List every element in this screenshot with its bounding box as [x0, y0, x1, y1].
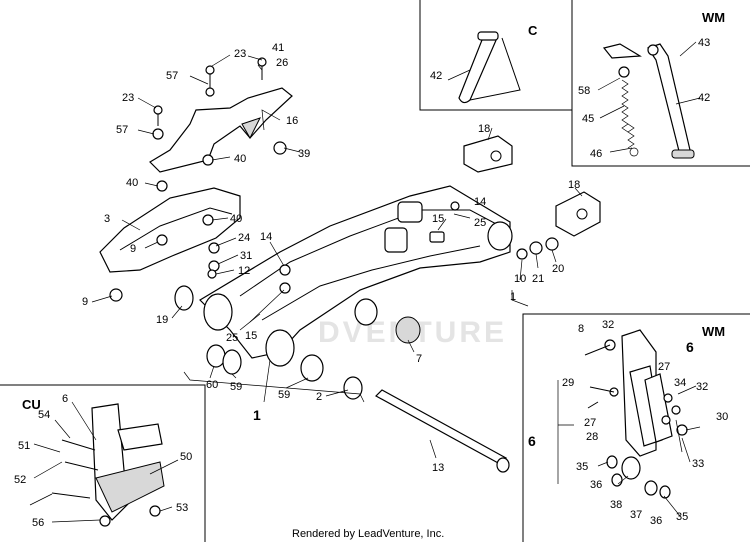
- callout-23: 23: [234, 48, 246, 60]
- callout-14: 14: [474, 196, 486, 208]
- callout-57: 57: [166, 70, 178, 82]
- small-hardware: [109, 57, 559, 302]
- inset-c-title: C: [528, 23, 538, 38]
- callout-29: 29: [562, 377, 574, 389]
- callout-24: 24: [238, 232, 250, 244]
- callout-37: 37: [630, 509, 642, 521]
- callout-59: 59: [278, 389, 290, 401]
- callout-20: 20: [552, 263, 564, 275]
- callout-40: 40: [234, 153, 246, 165]
- bearings-and-bushings: [174, 285, 421, 400]
- callout-41: 41: [272, 42, 284, 54]
- callout-59: 59: [230, 381, 242, 393]
- callout-46: 46: [590, 148, 602, 160]
- callout-13: 13: [432, 462, 444, 474]
- callout-32: 32: [696, 381, 708, 393]
- callout-7: 7: [416, 353, 422, 365]
- callout-27: 27: [584, 417, 596, 429]
- pivot-shaft: [375, 389, 510, 473]
- inset-wm-bottom: WM: [522, 313, 750, 542]
- footer-credit: Rendered by LeadVenture, Inc.: [292, 528, 444, 540]
- callout-2: 2: [316, 391, 322, 403]
- callout-1: 1: [253, 407, 261, 423]
- callout-53: 53: [176, 502, 188, 514]
- callout-12: 12: [238, 265, 250, 277]
- swingarm: [199, 185, 513, 367]
- chain-case-lower: [99, 187, 241, 273]
- callout-57: 57: [116, 124, 128, 136]
- callout-18: 18: [478, 123, 490, 135]
- callout-36: 36: [590, 479, 602, 491]
- callout-16: 16: [286, 115, 298, 127]
- callout-36: 36: [650, 515, 662, 527]
- inset-wm-top: WM: [571, 0, 750, 167]
- callout-33: 33: [692, 458, 704, 470]
- inset-wm-bottom-title: WM: [702, 324, 725, 339]
- callout-15: 15: [245, 330, 257, 342]
- callout-14: 14: [260, 231, 272, 243]
- callout-43: 43: [698, 37, 710, 49]
- callout-26: 26: [276, 57, 288, 69]
- callout-10: 10: [514, 273, 526, 285]
- callout-9: 9: [82, 296, 88, 308]
- callout-25: 25: [226, 332, 238, 344]
- callout-3: 3: [104, 213, 110, 225]
- callout-9: 9: [130, 243, 136, 255]
- inset-c: C: [419, 0, 573, 111]
- callout-60: 60: [206, 379, 218, 391]
- callout-56: 56: [32, 517, 44, 529]
- callout-18: 18: [568, 179, 580, 191]
- callout-32: 32: [602, 319, 614, 331]
- leader-lines: [29, 41, 701, 523]
- callout-35: 35: [676, 511, 688, 523]
- callout-50: 50: [180, 451, 192, 463]
- callout-27: 27: [658, 361, 670, 373]
- callout-21: 21: [532, 273, 544, 285]
- callout-45: 45: [582, 113, 594, 125]
- chain-case-upper: [149, 87, 293, 173]
- callout-30: 30: [716, 411, 728, 423]
- callout-28: 28: [586, 431, 598, 443]
- inset-cu: CU: [0, 384, 206, 542]
- callout-34: 34: [674, 377, 686, 389]
- callout-6: 6: [686, 339, 694, 355]
- callout-19: 19: [156, 314, 168, 326]
- callout-39: 39: [298, 148, 310, 160]
- callout-35: 35: [576, 461, 588, 473]
- callout-54: 54: [38, 409, 50, 421]
- callout-6: 6: [528, 433, 536, 449]
- callout-8: 8: [578, 323, 584, 335]
- callout-31: 31: [240, 250, 252, 262]
- callout-25: 25: [474, 217, 486, 229]
- callout-6: 6: [62, 393, 68, 405]
- callout-58: 58: [578, 85, 590, 97]
- callout-labels: 23 41 26 57 23 16 57 39 40 40 3 40 9 24 …: [14, 37, 728, 529]
- callout-42: 42: [430, 70, 442, 82]
- inset-wm-top-title: WM: [702, 10, 725, 25]
- callout-52: 52: [14, 474, 26, 486]
- callout-40: 40: [230, 213, 242, 225]
- inset-cu-title: CU: [22, 397, 41, 412]
- callout-1: 1: [510, 291, 516, 303]
- callout-42: 42: [698, 92, 710, 104]
- callout-40: 40: [126, 177, 138, 189]
- callout-38: 38: [610, 499, 622, 511]
- callout-15: 15: [432, 213, 444, 225]
- callout-23: 23: [122, 92, 134, 104]
- callout-51: 51: [18, 440, 30, 452]
- rubber-blocks: [463, 135, 601, 237]
